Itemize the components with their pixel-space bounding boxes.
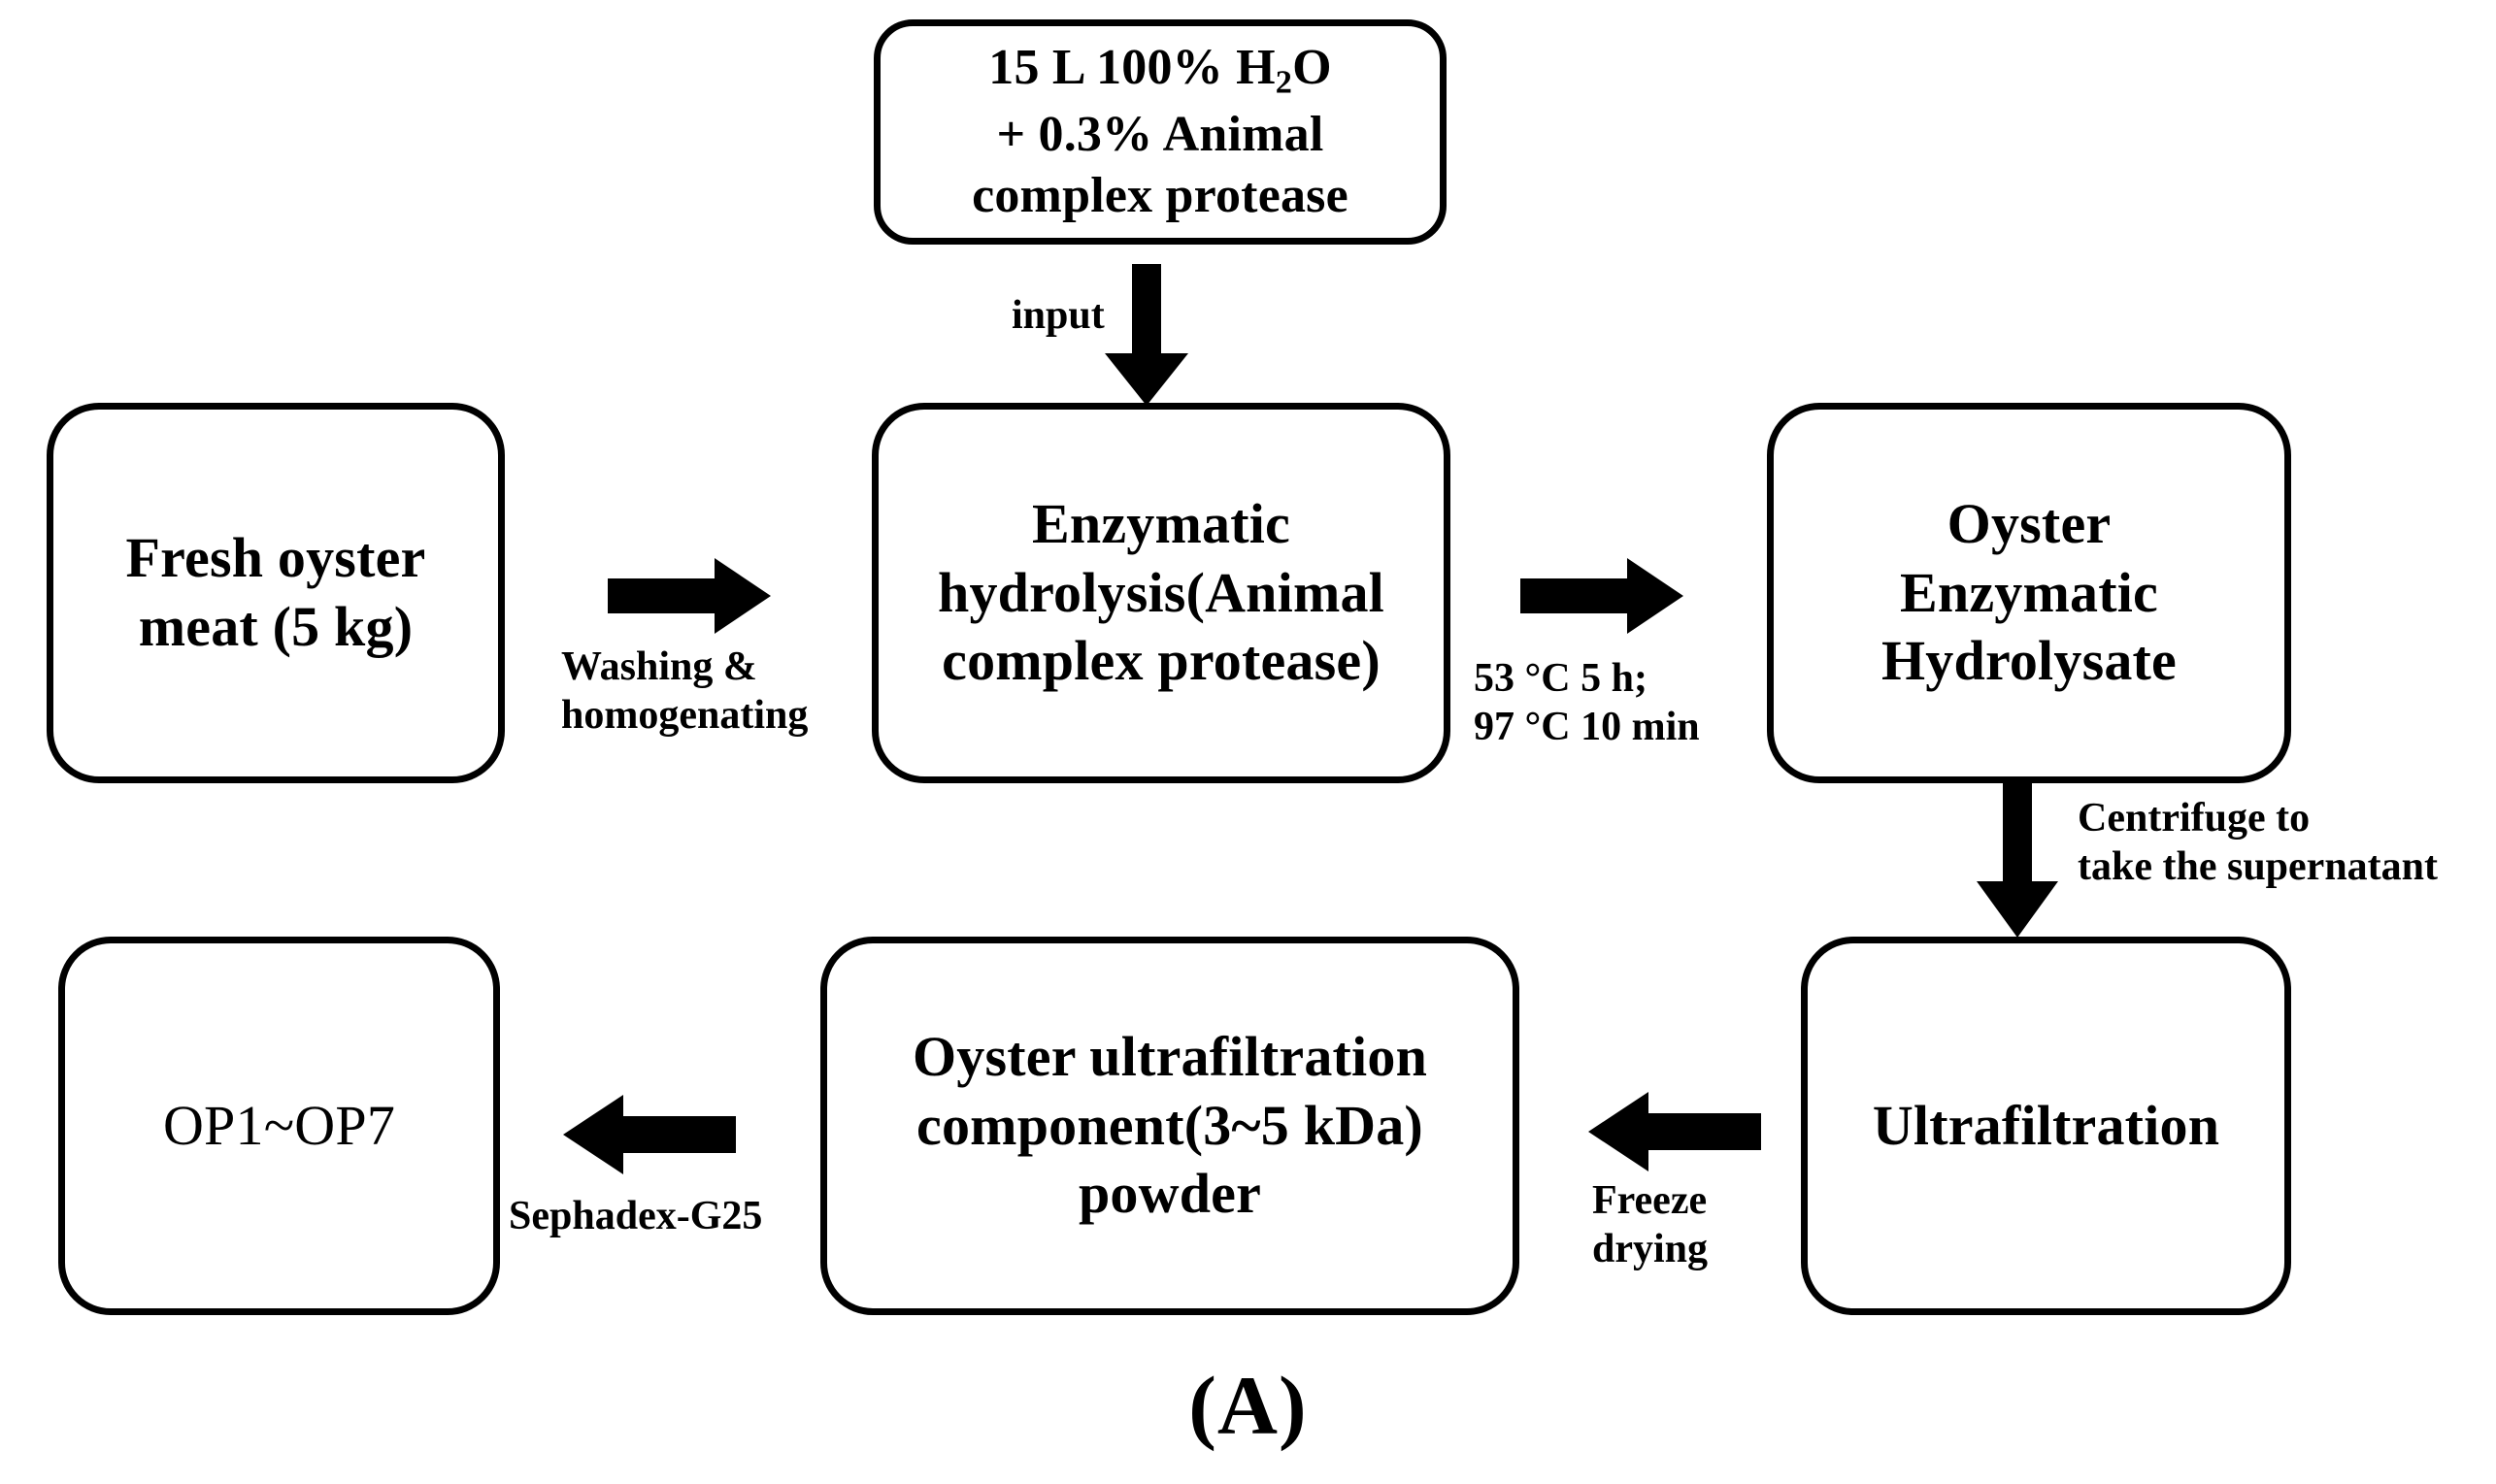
arrow-down-icon-centrifuge <box>1977 776 2058 938</box>
arrow-left-icon-freeze-drying <box>1588 1092 1761 1171</box>
reagent-input-label: 15 L 100% H2O + 0.3% Animal complex protea… <box>958 37 1362 226</box>
arrow-down-icon-input <box>1105 264 1188 406</box>
reagent-line1-subscript: 2 <box>1275 63 1293 101</box>
panel-caption: (A) <box>1188 1359 1308 1452</box>
reagent-input-box: 15 L 100% H2O + 0.3% Animal complex protea… <box>874 19 1447 245</box>
oyster-ultrafiltration-powder-box: Oyster ultrafiltration component(3~5 kDa… <box>820 937 1519 1315</box>
fresh-oyster-meat-box: Fresh oyster meat (5 kg) <box>47 403 505 783</box>
reagent-line3: complex protease <box>972 168 1348 224</box>
oyster-enzymatic-hydrolysate-box: Oyster Enzymatic Hydrolysate <box>1767 403 2291 783</box>
ultrafiltration-label: Ultrafiltration <box>1872 1093 2220 1157</box>
enzymatic-hydrolysis-label: Enzymatic hydrolysis(Animal complex prot… <box>938 491 1384 693</box>
arrow-right-icon-temperature <box>1520 558 1683 634</box>
op-fractions-label: OP1~OP7 <box>162 1093 396 1157</box>
reagent-line1-suffix: O <box>1292 40 1332 96</box>
reagent-line2: + 0.3% Animal <box>996 106 1324 162</box>
edge-label-washing: Washing & homogenating <box>561 644 809 739</box>
arrow-left-icon-sephadex <box>563 1095 736 1174</box>
oyster-ultrafiltration-powder-label: Oyster ultrafiltration component(3~5 kDa… <box>912 1024 1428 1226</box>
edge-label-freeze-drying: Freeze drying <box>1592 1178 1709 1272</box>
edge-label-centrifuge: Centrifuge to take the supernatant <box>2078 796 2439 890</box>
reagent-line1-prefix: 15 L 100% H <box>988 40 1276 96</box>
fresh-oyster-meat-label: Fresh oyster meat (5 kg) <box>125 526 426 658</box>
ultrafiltration-box: Ultrafiltration <box>1801 937 2291 1315</box>
enzymatic-hydrolysis-box: Enzymatic hydrolysis(Animal complex prot… <box>872 403 1450 783</box>
edge-label-input: input <box>1012 293 1105 338</box>
oyster-enzymatic-hydrolysate-label: Oyster Enzymatic Hydrolysate <box>1880 491 2177 693</box>
arrow-right-icon-washing <box>608 558 771 634</box>
edge-label-temperature: 53 °C 5 h; 97 °C 10 min <box>1474 656 1700 750</box>
op-fractions-box: OP1~OP7 <box>58 937 500 1315</box>
edge-label-sephadex: Sephadex-G25 <box>509 1194 763 1238</box>
